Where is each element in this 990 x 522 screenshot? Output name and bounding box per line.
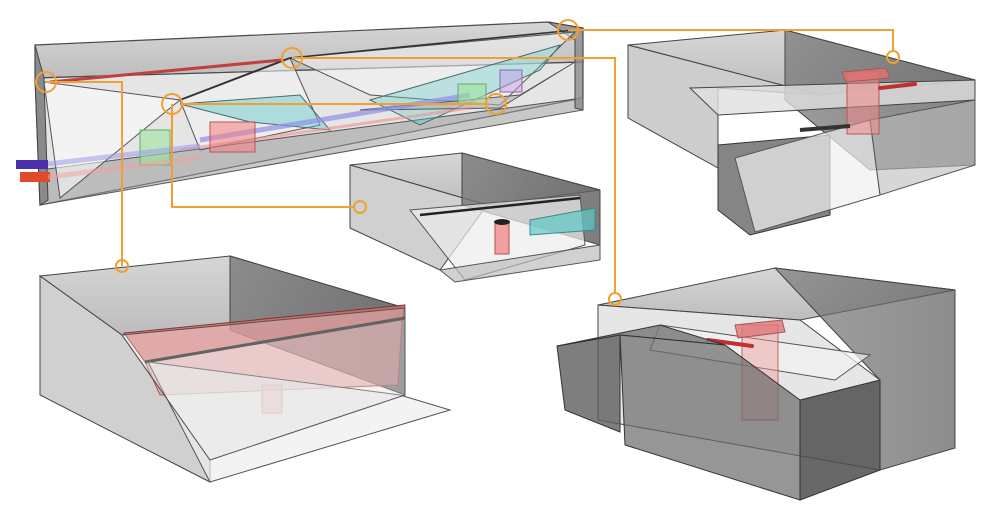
overview-purple-block [499, 69, 523, 93]
callout-circle-src-4 [281, 47, 303, 69]
dc-cyan-plate [529, 207, 596, 236]
dbl-front-right [121, 307, 406, 461]
dtr-red-post [846, 71, 880, 135]
callout-circle-dst-bottom-left [115, 259, 129, 273]
overview-top-edge-red [49, 58, 283, 84]
dtr-right-box [869, 99, 976, 196]
dbl-tilted-plate [147, 361, 452, 483]
callouts [35, 19, 900, 306]
callout-circle-src-3 [485, 93, 507, 115]
detail-bottom-left-view [38, 255, 452, 483]
callout-line-bottom-left [46, 81, 123, 266]
callout-line-top-right [568, 29, 894, 51]
callout-circle-dst-bottom-right [608, 292, 622, 306]
callout-line-center [171, 104, 354, 208]
callout-circle-src-5 [557, 19, 579, 41]
overview-green-block-2 [457, 83, 487, 105]
detail-center-view [349, 152, 601, 283]
input-pipe-blue [16, 160, 48, 169]
dc-front-bottom [438, 244, 601, 283]
dc-red-post [494, 221, 510, 255]
overview-beam-mirror-edge [179, 57, 291, 101]
dc-post-cap [494, 219, 510, 225]
dtr-red-cap [841, 67, 891, 83]
overview-view [16, 21, 584, 206]
overview-mirror-left [43, 81, 182, 199]
detail-bottom-right-view [556, 267, 956, 501]
pipe-blue-trace [47, 143, 201, 167]
dtr-dark-bar [799, 124, 851, 132]
dbr-back-dark [773, 267, 956, 471]
dtr-red-bar [878, 82, 917, 90]
callout-circle-src-1 [35, 71, 57, 93]
input-pipe-red [20, 172, 50, 182]
dbr-dark-cube-left-front [556, 334, 621, 433]
overview-beam-mirror-edge-2 [289, 29, 576, 59]
dc-mirror-line [419, 196, 581, 217]
callout-line-bottom-right [292, 57, 616, 293]
dbl-mirror-line [144, 316, 406, 364]
dbr-dark-cube-right [799, 379, 881, 501]
dbr-red-cap [734, 319, 786, 339]
overview-red-block [209, 121, 256, 153]
callout-circle-dst-top-right [886, 50, 900, 64]
pipe-red-trace [47, 155, 201, 180]
dbr-red-bar [706, 338, 754, 348]
detail-top-right-view [627, 29, 976, 236]
overview-green-block [139, 129, 171, 166]
callout-circle-dst-center [353, 200, 367, 214]
